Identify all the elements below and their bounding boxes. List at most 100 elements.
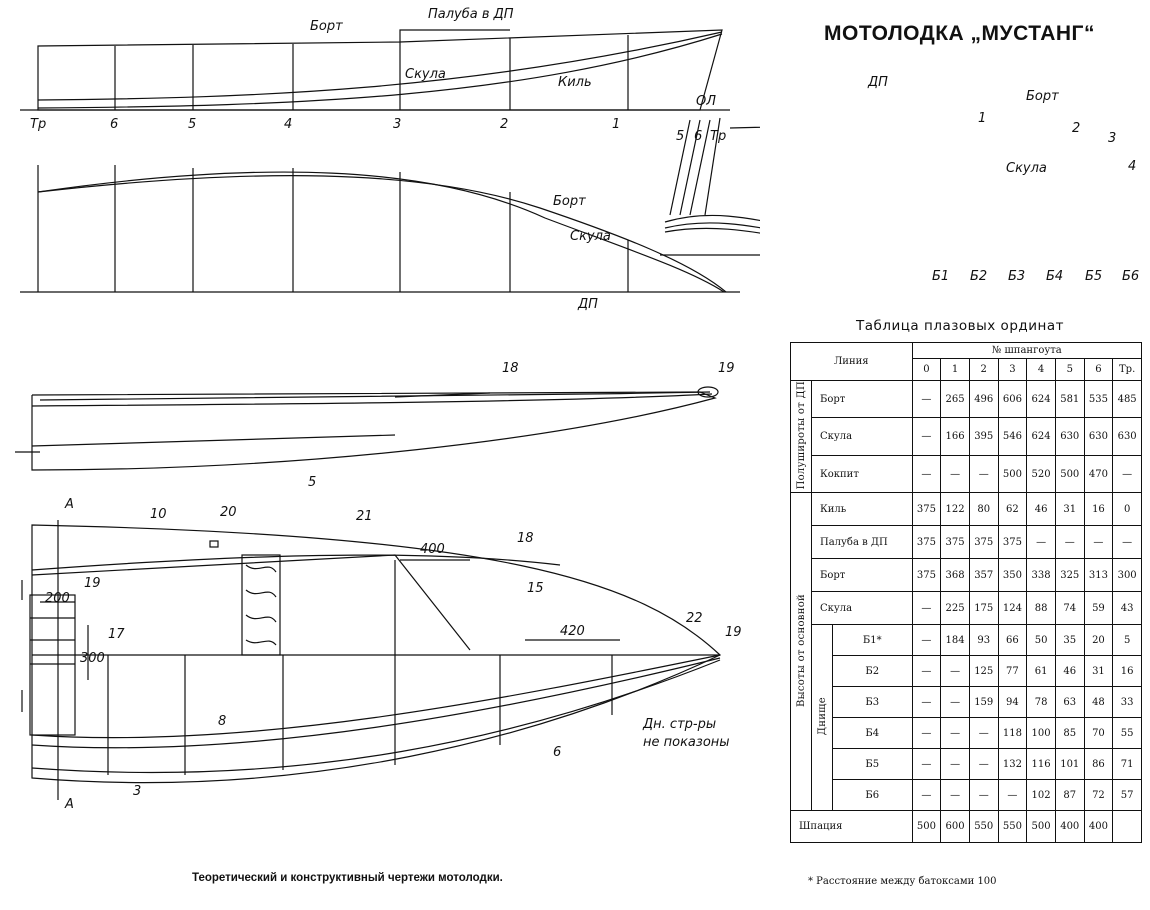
- table-cell: 375: [911, 558, 942, 593]
- table-cell: 50: [1026, 624, 1056, 657]
- table-cell: —: [968, 717, 999, 750]
- row-label: Б5: [832, 748, 913, 781]
- part-number: 15: [527, 581, 544, 596]
- table-cell: 500: [997, 454, 1028, 494]
- part-number: 18: [502, 361, 519, 376]
- station-label: 2: [500, 117, 508, 132]
- table-cell: 581: [1054, 379, 1085, 419]
- row-label: Борт: [811, 379, 913, 419]
- frame-header: 4: [1026, 358, 1056, 381]
- row-label: Скула: [811, 417, 913, 456]
- table-cell: —: [968, 748, 999, 781]
- part-number: 21: [356, 509, 373, 524]
- subgroup-label-bottom: Днище: [816, 697, 828, 736]
- note-line-1: Дн. стр-ры: [642, 717, 716, 732]
- row-label: Б1*: [832, 624, 913, 657]
- frame-header: Тр.: [1112, 358, 1142, 381]
- table-cell: 93: [968, 624, 999, 657]
- station-label: Тр: [30, 117, 46, 132]
- table-cell: 470: [1083, 454, 1114, 494]
- struct-keel: [31, 659, 721, 774]
- table-cell: 375: [911, 525, 942, 560]
- table-cell: 35: [1054, 624, 1085, 657]
- table-cell: [1112, 810, 1142, 844]
- buttock-label: Б4: [1046, 269, 1063, 284]
- profile-labels: Борт Палуба в ДП Скула Киль ОЛ Тр 6 5 4 …: [30, 7, 716, 132]
- label-bort: Борт: [553, 194, 586, 209]
- table-cell: 100: [1026, 717, 1056, 750]
- dim-value: 200: [45, 591, 70, 606]
- table-cell: 78: [1026, 686, 1056, 719]
- table-cell: 375: [997, 525, 1028, 560]
- table-cell: 0: [1112, 492, 1142, 527]
- profile-keel-line: [37, 33, 723, 109]
- row-label: Б4: [832, 717, 913, 750]
- table-cell: 265: [940, 379, 970, 419]
- table-cell: 48: [1083, 686, 1114, 719]
- body-curve-2: [664, 222, 760, 229]
- row-label: Б6: [832, 779, 913, 812]
- part-number: 18: [517, 531, 534, 546]
- drawing-title: МОТОЛОДКА „МУСТАНГ“: [824, 22, 1095, 45]
- table-cell: 546: [997, 417, 1028, 456]
- table-cell: 550: [968, 810, 999, 844]
- table-cell: —: [997, 779, 1028, 812]
- table-cell: 225: [940, 591, 970, 626]
- table-cell: 57: [1112, 779, 1142, 812]
- table-cell: 600: [940, 810, 970, 844]
- side-labels: 18 19 5: [308, 361, 735, 490]
- label-skula: Скула: [405, 67, 446, 82]
- table-cell: 350: [997, 558, 1028, 593]
- station-label: 4: [1128, 159, 1136, 174]
- part-number: 6: [553, 745, 561, 760]
- table-cell: —: [911, 655, 942, 688]
- frame-header: 3: [997, 358, 1028, 381]
- row-label: Б2: [832, 655, 913, 688]
- table-cell: 550: [997, 810, 1028, 844]
- dim-value: 420: [560, 624, 585, 639]
- drawing-caption: Теоретический и конструктивный чертежи м…: [192, 872, 503, 884]
- table-cell: 116: [1026, 748, 1056, 781]
- profile-skula-line: [37, 31, 723, 101]
- struct-deck-outline: [31, 524, 722, 784]
- table-cell: 313: [1083, 558, 1114, 593]
- section-mark: А: [64, 797, 74, 812]
- table-cell: 77: [997, 655, 1028, 688]
- wood-grain-insert: [241, 554, 281, 656]
- plan-labels: Борт Скула ДП: [553, 194, 611, 312]
- drawings-canvas: Борт Палуба в ДП Скула Киль ОЛ Тр 6 5 4 …: [15, 7, 760, 812]
- part-number: 22: [686, 611, 703, 626]
- frame-header: 2: [968, 358, 999, 381]
- table-cell: 66: [997, 624, 1028, 657]
- part-number: 3: [133, 784, 141, 799]
- label-skula: Скула: [1006, 161, 1047, 176]
- struct-coaming: [31, 554, 471, 651]
- table-cell: 368: [940, 558, 970, 593]
- label-dp: ДП: [577, 297, 598, 312]
- table-cell: 400: [1054, 810, 1085, 844]
- table-cell: 624: [1026, 379, 1056, 419]
- table-cell: 500: [1026, 810, 1056, 844]
- table-cell: 325: [1054, 558, 1085, 593]
- body-plan-view: [660, 117, 760, 256]
- body-curve-1: [664, 214, 760, 223]
- frame-header: 1: [940, 358, 970, 381]
- structure-labels: А А 10 20 21 18 15 19 17 22 19 8 6 3 400…: [45, 497, 742, 812]
- col-header-frame: № шпангоута: [911, 342, 1143, 359]
- table-cell: 375: [911, 492, 942, 527]
- table-cell: 94: [997, 686, 1028, 719]
- station-label: 5: [188, 117, 196, 132]
- group-label-heights: Высоты от основной: [795, 593, 807, 707]
- table-cell: 46: [1026, 492, 1056, 527]
- table-cell: 46: [1054, 655, 1085, 688]
- table-cell: 88: [1026, 591, 1056, 626]
- note-line-2: не показоны: [643, 735, 730, 750]
- table-cell: —: [911, 779, 942, 812]
